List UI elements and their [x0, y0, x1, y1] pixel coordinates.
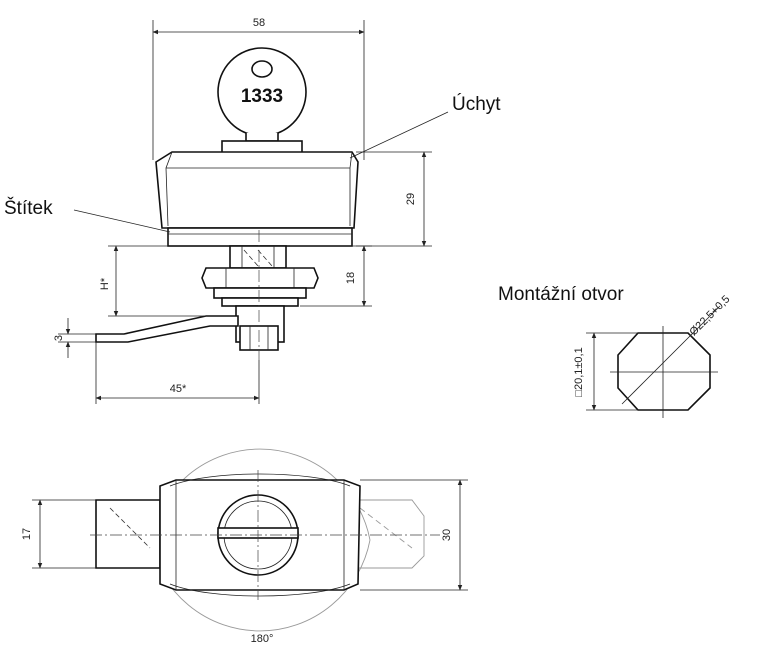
handle: [155, 151, 359, 229]
bottom-view: 180° 17 30: [21, 448, 468, 645]
front-view: 58 1333: [53, 17, 449, 404]
dim-cam-offset: 45*: [170, 383, 187, 395]
label-stitek: Štítek: [4, 197, 53, 219]
label-montazni-otvor: Montážní otvor: [498, 284, 624, 305]
mounting-hole: Ø22,5+0,5 □20,1±0,1: [573, 293, 732, 418]
dim-rotation-angle: 180°: [251, 633, 274, 645]
dim-body-height: 18: [345, 272, 357, 284]
key: 1333: [217, 47, 307, 155]
dim-width-top: 58: [253, 17, 265, 29]
key-number: 1333: [241, 86, 283, 107]
plate: [167, 227, 353, 247]
label-uchyt: Úchyt: [452, 93, 501, 115]
dim-h-star: H*: [99, 277, 111, 290]
lock-body: [201, 230, 319, 360]
dim-bottom-cam: 17: [21, 528, 33, 540]
dim-bottom-width: 30: [441, 529, 453, 541]
cam: [95, 315, 239, 343]
uchyt-leader: [349, 111, 449, 159]
dim-hole-diameter: Ø22,5+0,5: [687, 293, 732, 338]
dim-handle-height: 29: [405, 193, 417, 205]
dim-hole-square: □20,1±0,1: [573, 347, 585, 396]
stitek-leader: [73, 209, 171, 233]
dim-cam-thickness: 3: [53, 335, 65, 341]
